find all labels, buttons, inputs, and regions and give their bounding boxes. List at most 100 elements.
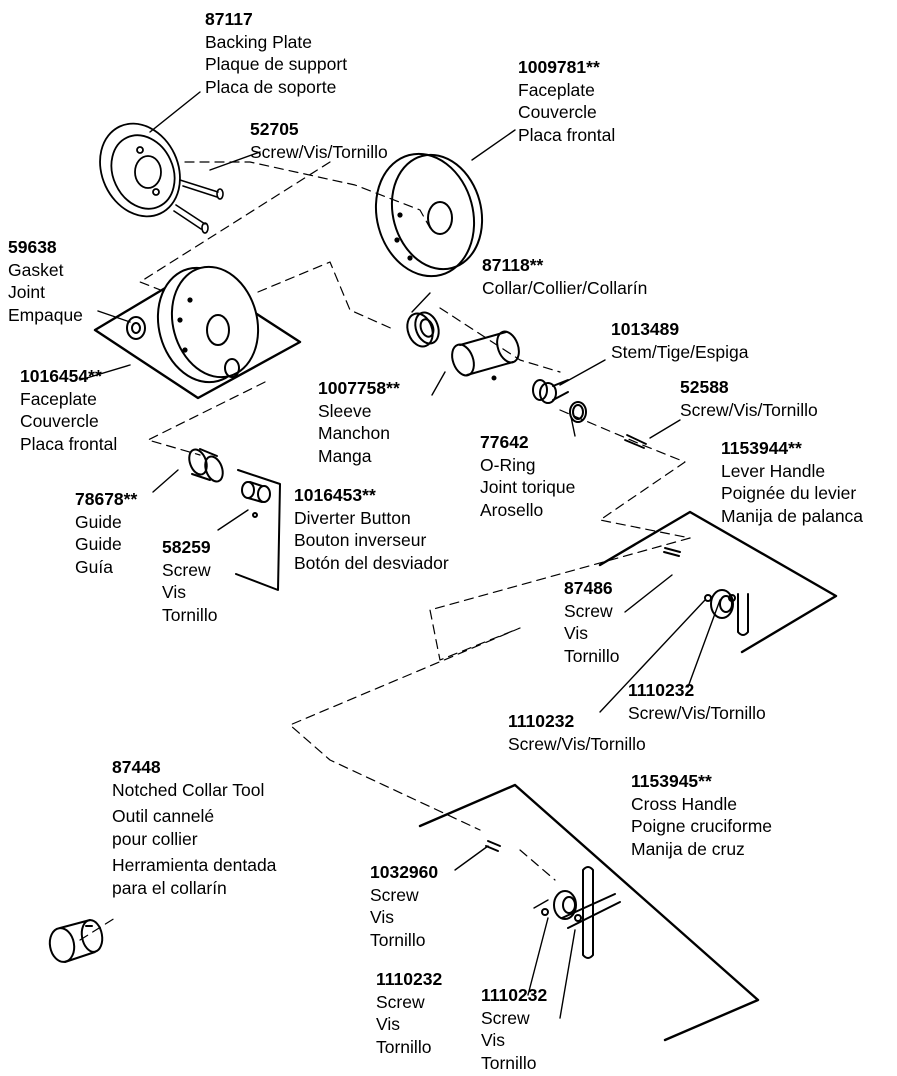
part-desc-en: Screw — [370, 884, 419, 905]
part-desc-es: Manga — [318, 445, 372, 466]
part-desc-fr-2: pour collier — [112, 828, 198, 849]
part-desc-es: Arosello — [480, 499, 544, 520]
part-number: 1153944** — [721, 438, 802, 458]
o-ring-77642 — [569, 401, 587, 423]
part-desc-en: Guide — [75, 511, 122, 532]
label-1110232-cross-right: 1110232 Screw Vis Tornillo — [481, 984, 547, 1074]
part-desc-es: Botón del desviador — [294, 552, 449, 573]
part-number: 1110232 — [628, 680, 695, 700]
part-number: 52588 — [680, 377, 729, 397]
part-desc-es: Guía — [75, 556, 113, 577]
part-number: 87117 — [205, 9, 253, 29]
label-1016453: 1016453** Diverter Button Bouton inverse… — [294, 484, 449, 574]
backing-plate-87117 — [99, 122, 181, 218]
part-desc-fr: Bouton inverseur — [294, 530, 427, 550]
part-desc-es-1: Herramienta dentada — [112, 855, 277, 875]
part-number: 1110232 — [481, 985, 548, 1005]
part-desc-fr-1: Outil cannelé — [112, 806, 215, 826]
part-number: 1153945** — [631, 771, 712, 791]
part-desc-en: Faceplate — [20, 388, 97, 409]
part-number: 1013489 — [611, 319, 680, 339]
part-number: 87486 — [564, 578, 613, 598]
part-number: 1016454** — [20, 366, 102, 386]
part-desc-en: Faceplate — [518, 79, 595, 100]
part-number: 87118** — [482, 255, 544, 275]
part-desc-fr: Guide — [75, 534, 122, 554]
part-number: 77642 — [480, 432, 529, 452]
part-desc-es: Manija de palanca — [721, 505, 864, 526]
label-58259: 58259 Screw Vis Tornillo — [162, 536, 217, 626]
part-desc-es-2: para el collarín — [112, 877, 227, 898]
part-desc-fr: Couvercle — [518, 102, 597, 122]
label-1110232-lever-left: 1110232 Screw/Vis/Tornillo — [508, 710, 646, 755]
leader-lines — [79, 91, 721, 1019]
part-desc-en: Screw — [162, 559, 211, 580]
part-desc-en: Notched Collar Tool — [112, 779, 265, 800]
collar-87118 — [406, 311, 440, 348]
part-number: 1032960 — [370, 862, 439, 882]
part-desc-en: O-Ring — [480, 454, 536, 475]
part-desc-en: Cross Handle — [631, 793, 738, 814]
part-desc-en: Gasket — [8, 259, 64, 280]
part-desc-es: Manija de cruz — [631, 838, 745, 859]
label-1110232-cross-left: 1110232 Screw Vis Tornillo — [376, 968, 442, 1058]
label-1110232-lever-right: 1110232 Screw/Vis/Tornillo — [628, 679, 766, 724]
part-desc-en: Screw — [481, 1007, 530, 1028]
faceplate-1009781 — [374, 152, 484, 278]
label-52588: 52588 Screw/Vis/Tornillo — [680, 376, 818, 421]
part-desc-es: Tornillo — [370, 929, 426, 950]
part-desc-fr: Vis — [376, 1014, 400, 1034]
guide-78678 — [188, 448, 224, 483]
part-desc-en: Backing Plate — [205, 31, 313, 52]
part-desc-en: Sleeve — [318, 400, 372, 421]
label-59638: 59638 Gasket Joint Empaque — [8, 236, 83, 326]
cross-handle-1153945 — [418, 783, 760, 1042]
part-desc-fr: Vis — [481, 1030, 505, 1050]
assembly-centerlines — [79, 161, 691, 941]
part-desc-fr: Couvercle — [20, 411, 99, 431]
label-77642: 77642 O-Ring Joint torique Arosello — [480, 431, 575, 521]
part-desc-es: Placa frontal — [518, 124, 616, 145]
part-desc-fr: Joint torique — [480, 477, 576, 497]
part-desc-es: Placa frontal — [20, 433, 118, 454]
label-1153945: 1153945** Cross Handle Poigne cruciforme… — [631, 770, 772, 860]
part-desc-es: Placa de soporte — [205, 76, 337, 97]
part-desc-es: Tornillo — [162, 604, 218, 625]
part-desc-es: Tornillo — [376, 1036, 432, 1057]
part-desc: Screw/Vis/Tornillo — [628, 702, 766, 723]
label-87117: 87117 Backing Plate Plaque de support Pl… — [205, 8, 347, 98]
part-number: 1016453** — [294, 485, 376, 505]
stem-1013489 — [532, 379, 569, 404]
label-1013489: 1013489 Stem/Tige/Espiga — [611, 318, 748, 363]
part-desc-fr: Poignée du levier — [721, 483, 857, 503]
part-desc-es: Empaque — [8, 304, 83, 325]
part-desc: Collar/Collier/Collarín — [482, 277, 648, 298]
label-87448: 87448 Notched Collar Tool Outil cannelé … — [112, 756, 276, 899]
part-desc-fr: Poigne cruciforme — [631, 816, 773, 836]
part-desc-fr: Vis — [370, 907, 394, 927]
part-number: 52705 — [250, 119, 299, 139]
label-78678: 78678** Guide Guide Guía — [75, 488, 137, 578]
part-desc-es: Tornillo — [481, 1052, 537, 1073]
lever-handle-1153944 — [598, 510, 838, 654]
sleeve-1007758 — [451, 330, 520, 381]
part-desc-en: Screw — [564, 600, 613, 621]
part-desc-fr: Vis — [564, 623, 588, 643]
part-number: 58259 — [162, 537, 211, 557]
part-desc-en: Lever Handle — [721, 460, 826, 481]
part-number: 1110232 — [376, 969, 443, 989]
part-number: 59638 — [8, 237, 57, 257]
notched-collar-tool-87448 — [48, 919, 104, 963]
label-1007758: 1007758** Sleeve Manchon Manga — [318, 377, 400, 467]
part-number: 78678** — [75, 489, 138, 509]
part-desc-en: Diverter Button — [294, 507, 411, 528]
part-number: 87448 — [112, 757, 161, 777]
label-1153944: 1153944** Lever Handle Poignée du levier… — [721, 437, 863, 527]
part-desc-fr: Vis — [162, 582, 186, 602]
label-87118: 87118** Collar/Collier/Collarín — [482, 254, 647, 299]
part-number: 1110232 — [508, 711, 575, 731]
faceplate-1016454-assembly — [93, 265, 302, 400]
part-desc: Screw/Vis/Tornillo — [680, 399, 818, 420]
screws-52705 — [173, 179, 224, 234]
